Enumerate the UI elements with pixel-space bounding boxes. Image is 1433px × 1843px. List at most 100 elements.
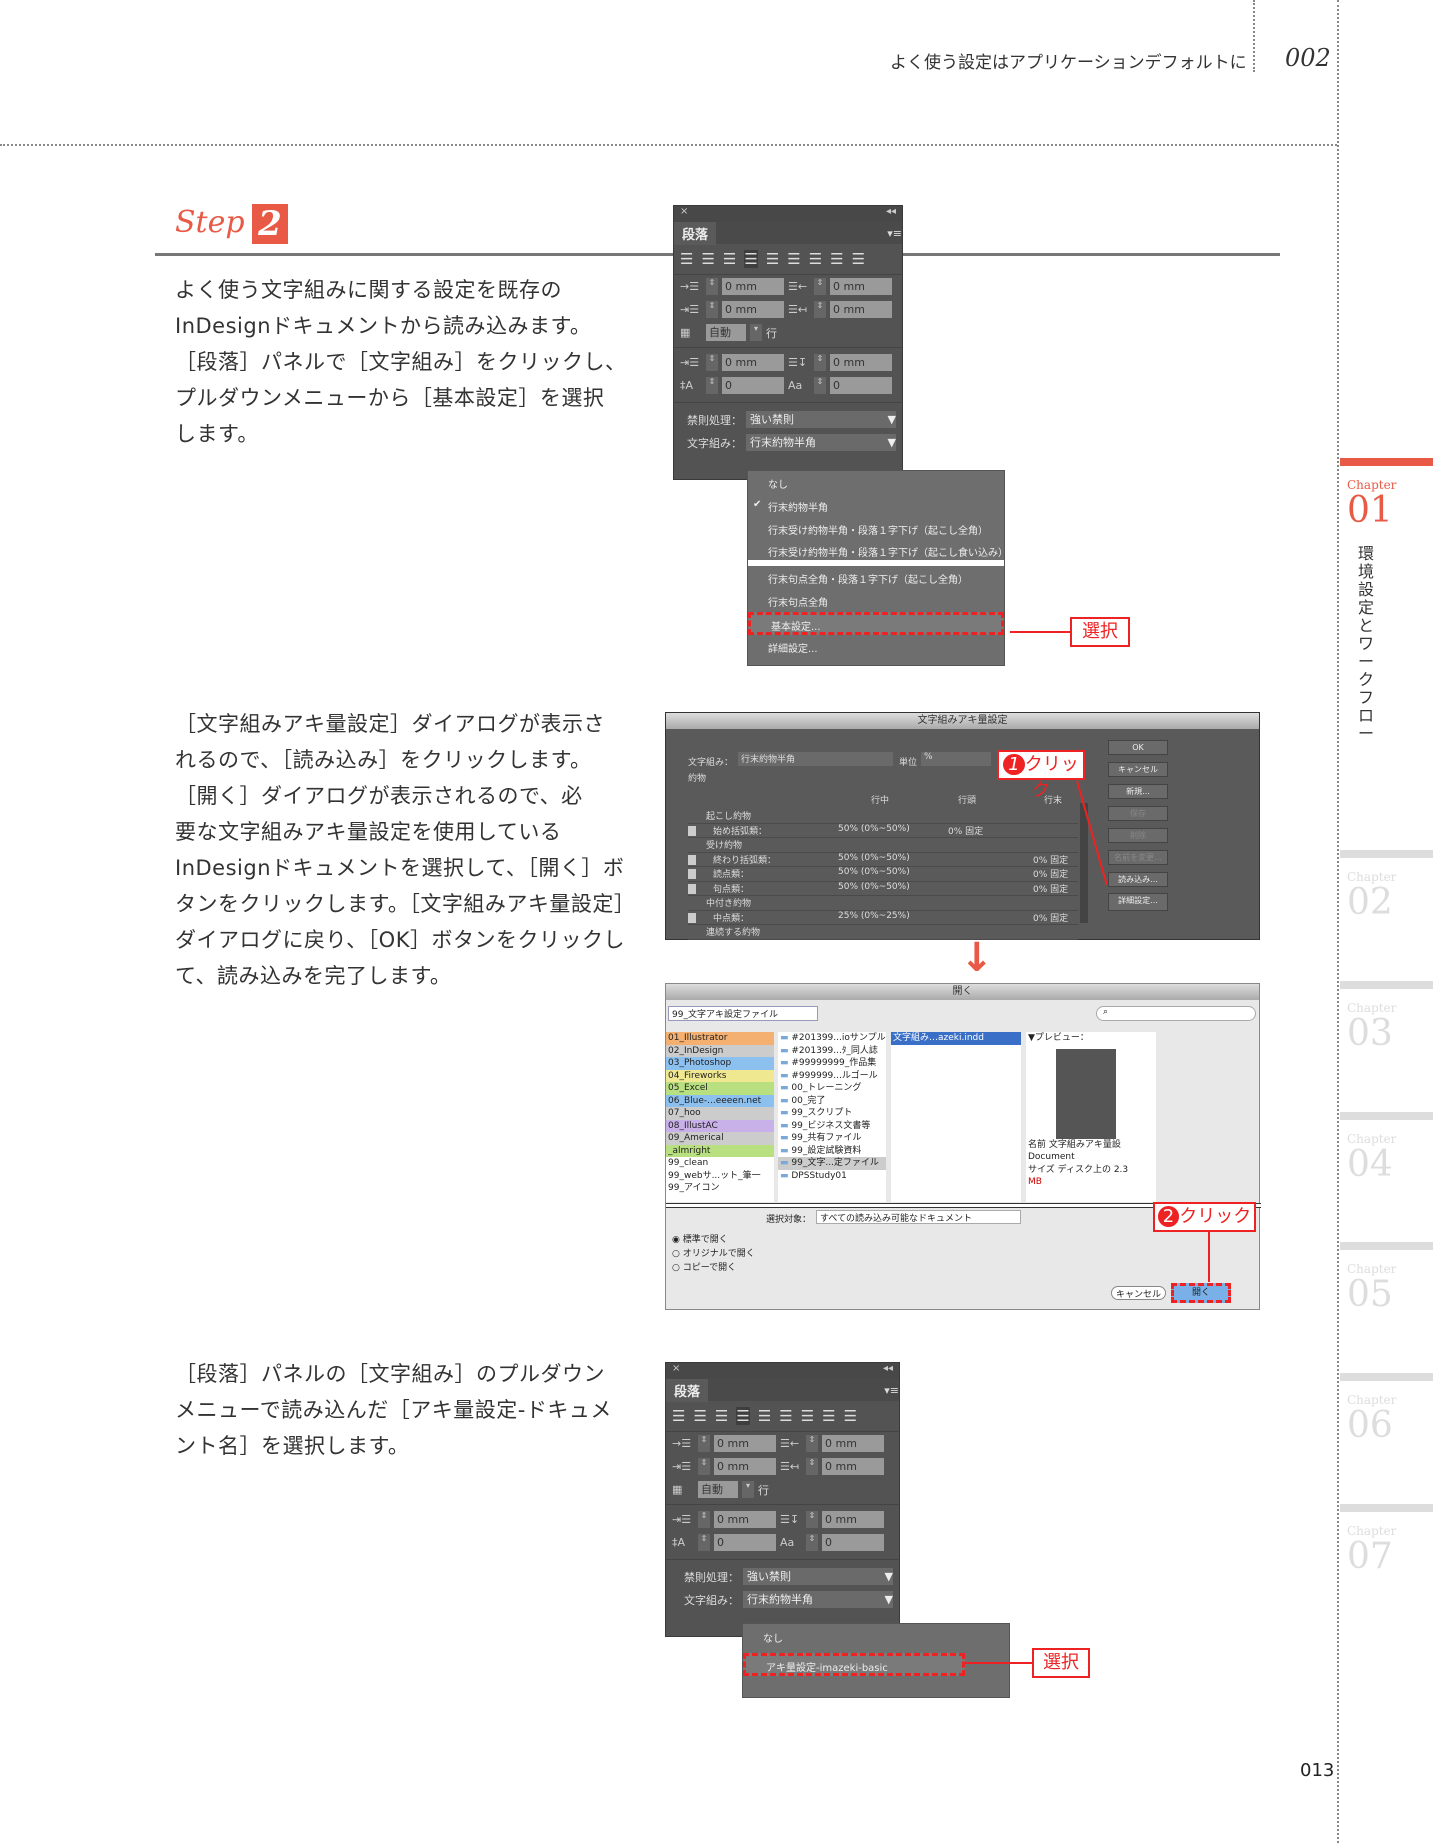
folder-item[interactable]: 02_InDesign (666, 1044, 774, 1057)
menu-item[interactable]: 行末受け約物半角・段落１字下げ（起こし食い込み） (768, 548, 1008, 559)
folder-item[interactable]: ▬ #201399...ﾀ_同人誌 (780, 1045, 878, 1056)
unit-select[interactable]: % (921, 752, 991, 766)
leading-select[interactable]: 自動 (698, 1481, 738, 1498)
folder-item[interactable]: ▬ #99999999_作品集 (780, 1058, 877, 1068)
radio-open-original[interactable]: ○ オリジナルで開く (672, 1249, 755, 1259)
menu-item[interactable]: 行末受け約物半角・段落１字下げ（起こし全角） (768, 526, 988, 537)
folder-item[interactable]: 09_Americal (666, 1132, 774, 1145)
last-line-indent-field[interactable]: 0 mm (830, 301, 892, 318)
folder-item[interactable]: 05_Excel (666, 1082, 774, 1095)
alignment-buttons[interactable]: ☰☰☰☰☰☰☰☰☰ (666, 1401, 899, 1432)
close-icon[interactable]: × (672, 1363, 681, 1374)
dropcap-chars-field[interactable]: 0 (822, 1534, 884, 1551)
radio-open-normal[interactable]: ◉ 標準で開く (672, 1235, 728, 1245)
folder-item[interactable]: ▬ #201399...ioサンプル (780, 1033, 886, 1043)
last-line-indent-field[interactable]: 0 mm (822, 1458, 884, 1475)
kinsoku-select[interactable]: 強い禁則▼ (746, 411, 896, 428)
panel-menu-icon[interactable]: ▾≡ (884, 1383, 899, 1397)
space-after-field[interactable]: 0 mm (822, 1511, 884, 1528)
delete-button[interactable]: 削除 (1108, 828, 1168, 843)
folder-item[interactable]: ▬ #999999...ルゴール (780, 1070, 878, 1081)
folder-item[interactable]: ▬ DPSStudy01 (780, 1170, 847, 1181)
table-row[interactable]: 句点類：50% (0%~50%)0% 固定 (688, 882, 1078, 896)
table-row[interactable]: 終わり括弧類：50% (0%~50%)0% 固定 (688, 853, 1078, 867)
leading-select[interactable]: 自動 (706, 324, 746, 341)
table-row[interactable]: 中点類：25% (0%~25%)0% 固定 (688, 911, 1078, 925)
tab-paragraph[interactable]: 段落 (666, 1378, 709, 1402)
folder-item[interactable]: ▬ 00_完了 (780, 1095, 826, 1106)
folder-item[interactable]: 99_clean (666, 1157, 774, 1170)
folder-item[interactable]: 04_Fireworks (666, 1069, 774, 1082)
space-after-field[interactable]: 0 mm (830, 354, 892, 371)
folder-item[interactable]: 03_Photoshop (666, 1057, 774, 1070)
space-before-field[interactable]: 0 mm (722, 354, 784, 371)
left-indent-field[interactable]: 0 mm (714, 1435, 776, 1452)
folder-item[interactable]: ▬ 99_設定試験資料 (780, 1145, 862, 1156)
open-button[interactable]: 開く (1171, 1283, 1231, 1303)
folder-item[interactable]: 99_アイコン (666, 1182, 774, 1195)
mojikumi-select[interactable]: 行末約物半角▼ (746, 434, 896, 451)
folder-item[interactable]: 08_IllustAC (666, 1119, 774, 1132)
new-button[interactable]: 新規... (1108, 784, 1168, 799)
left-indent-field[interactable]: 0 mm (722, 278, 784, 295)
dropcap-lines-field[interactable]: 0 (722, 377, 784, 394)
ok-button[interactable]: OK (1108, 740, 1168, 755)
load-button[interactable]: 読み込み... (1108, 872, 1168, 887)
search-input[interactable]: ⌕ (1096, 1006, 1256, 1021)
filter-select[interactable]: すべての読み込み可能なドキュメント (816, 1210, 1021, 1224)
menu-item[interactable]: なし (768, 480, 788, 491)
right-indent-field[interactable]: 0 mm (822, 1435, 884, 1452)
kinsoku-select[interactable]: 強い禁則▼ (743, 1568, 893, 1585)
close-icon[interactable]: × (680, 206, 689, 217)
alignment-buttons[interactable]: ☰☰☰☰☰☰☰☰☰ (674, 244, 902, 275)
first-line-indent-field[interactable]: 0 mm (714, 1458, 776, 1475)
end-value: 0% 固定 (1033, 870, 1069, 880)
dropcap-lines-field[interactable]: 0 (714, 1534, 776, 1551)
table-row[interactable]: 始め括弧類：50% (0%~50%)0% 固定 (688, 824, 1078, 838)
menu-item[interactable]: 詳細設定... (768, 644, 818, 655)
collapse-icon[interactable]: ◂◂ (885, 206, 896, 217)
cancel-button[interactable]: キャンセル (1111, 1286, 1166, 1300)
mojikumi-select[interactable]: 行末約物半角 (738, 752, 893, 766)
folder-item[interactable]: 06_Blue-...eeeen.net (666, 1094, 774, 1107)
space-before-field[interactable]: 0 mm (714, 1511, 776, 1528)
menu-item[interactable]: 行末句点全角 (768, 598, 828, 609)
scrollbar[interactable] (1080, 803, 1088, 923)
dropcap-chars-field[interactable]: 0 (830, 377, 892, 394)
folder-item[interactable]: ▬ 00_トレーニング (780, 1083, 862, 1093)
file-item-selected[interactable]: 文字組み…azeki.indd (891, 1032, 1021, 1045)
rename-button[interactable]: 名前を変更... (1108, 850, 1168, 865)
first-line-indent-field[interactable]: 0 mm (722, 301, 784, 318)
menu-item[interactable]: 行末句点全角・段落１字下げ（起こし全角） (768, 575, 968, 586)
folder-item[interactable]: _almright (666, 1144, 774, 1157)
folder-item[interactable]: ▬ 99_ビジネス文書等 (780, 1120, 871, 1131)
save-button[interactable]: 保存 (1108, 806, 1168, 821)
panel-menu-icon[interactable]: ▾≡ (887, 226, 902, 240)
location-select[interactable]: 99_文字アキ設定ファイル (668, 1006, 818, 1021)
menu-item-imported-settings[interactable]: アキ量設定-imazeki-basic (743, 1653, 965, 1676)
folder-item[interactable]: ▬ 99_共有ファイル (780, 1133, 862, 1143)
folder-item[interactable]: 07_hoo (666, 1107, 774, 1120)
menu-item[interactable]: なし (763, 1634, 783, 1645)
mojikumi-select[interactable]: 行末約物半角▼ (743, 1591, 893, 1608)
folder-item[interactable]: ▬ 99_スクリプト (780, 1108, 853, 1118)
tab-paragraph[interactable]: 段落 (674, 221, 717, 245)
table-row[interactable]: 読点類：50% (0%~50%)0% 固定 (688, 867, 1078, 882)
right-indent-field[interactable]: 0 mm (830, 278, 892, 295)
radio-open-copy[interactable]: ○ コピーで開く (672, 1263, 737, 1273)
folder-item[interactable]: ▬ 99_文字...定ファイル (778, 1157, 886, 1170)
cancel-button[interactable]: キャンセル (1108, 762, 1168, 777)
detail-settings-button[interactable]: 詳細設定... (1108, 893, 1168, 911)
collapse-icon[interactable]: ◂◂ (882, 1363, 893, 1374)
menu-item-basic-settings[interactable]: 基本設定... (748, 612, 1004, 635)
folder-item[interactable]: 99_webサ...ット_筆一 (666, 1169, 774, 1182)
menu-item-checked[interactable]: ✔行末約物半角 (753, 499, 828, 514)
folder-item[interactable]: 01_Illustrator (666, 1032, 774, 1045)
